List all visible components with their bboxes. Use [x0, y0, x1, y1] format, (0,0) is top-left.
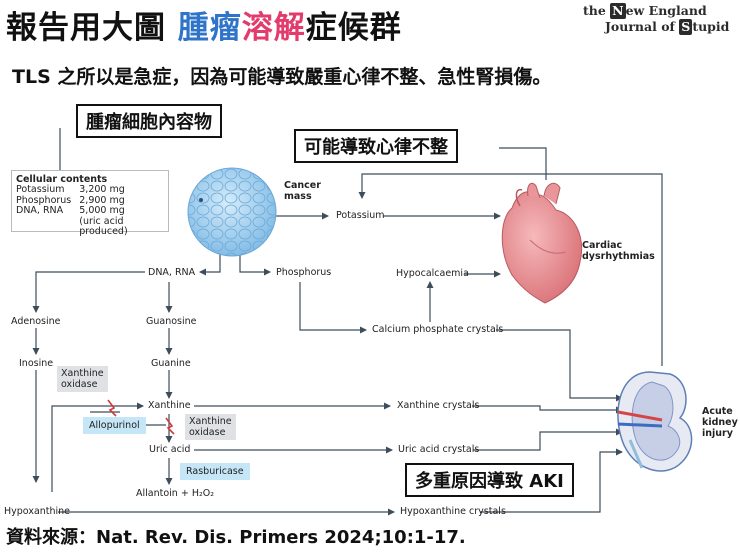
label-adenosine: Adenosine [11, 316, 61, 327]
title-lysis: 溶解 [241, 10, 306, 46]
callout-arrhythmia: 可能導致心律不整 [294, 129, 458, 163]
label-calcium-phosphate: Calcium phosphate crystals [372, 324, 504, 335]
title-syndrome: 症候群 [305, 10, 402, 46]
label-uric-acid: Uric acid [149, 444, 191, 455]
label-hypocalcaemia: Hypocalcaemia [396, 268, 469, 279]
callout-aki: 多重原因導致 AKI [405, 463, 574, 497]
heart-icon [501, 182, 582, 304]
subtitle: TLS 之所以是急症，因為可能導致嚴重心律不整、急性腎損傷。 [12, 66, 552, 88]
drug-allopurinol: Allopurinol [83, 417, 146, 434]
inhibit-mark-2 [165, 417, 175, 435]
label-guanosine: Guanosine [146, 316, 197, 327]
cancer-cell-mass [187, 167, 277, 257]
label-phosphorus: Phosphorus [276, 267, 332, 278]
source-citation: 資料來源：Nat. Rev. Dis. Primers 2024;10:1-17… [6, 527, 466, 548]
label-xanthine-crystals: Xanthine crystals [397, 400, 480, 411]
arrhythmia-leader [499, 147, 547, 180]
label-xanthine: Xanthine [148, 400, 191, 411]
inhibit-mark-1 [107, 399, 117, 417]
label-uric-acid-crystals: Uric acid crystals [398, 444, 480, 455]
label-hypoxanthine-crystals: Hypoxanthine crystals [400, 506, 506, 517]
label-allantoin: Allantoin + H₂O₂ [136, 488, 215, 499]
drug-rasburicase: Rasburicase [180, 463, 250, 480]
label-guanine: Guanine [151, 358, 191, 369]
page-title: 報告用大圖 腫瘤溶解症候群 [6, 2, 402, 47]
label-dna-rna: DNA, RNA [148, 267, 196, 278]
table-row: (uric acid produced) [79, 215, 128, 237]
title-prefix: 報告用大圖 [6, 10, 178, 46]
label-hypoxanthine: Hypoxanthine [4, 506, 71, 517]
cellular-contents-heading: Cellular contents [16, 174, 108, 185]
kidney-icon [617, 371, 693, 472]
title-tumor: 腫瘤 [177, 10, 242, 46]
label-inosine: Inosine [19, 358, 54, 369]
label-potassium: Potassium [336, 210, 385, 221]
callout-tumor-contents: 腫瘤細胞內容物 [76, 104, 222, 138]
